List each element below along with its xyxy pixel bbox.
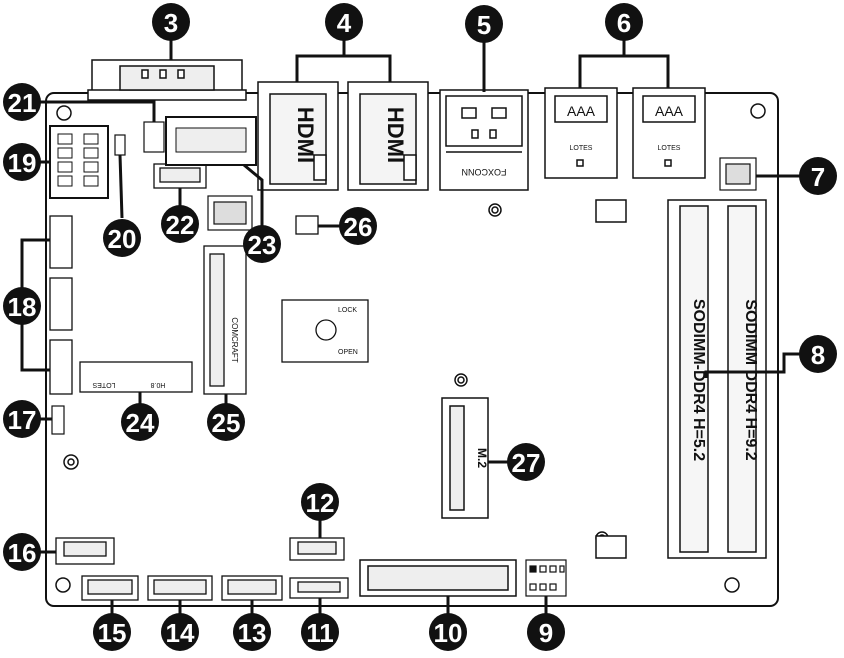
callout-7: 7 (799, 157, 837, 195)
pin-header-9 (525, 559, 567, 597)
callout-11: 11 (301, 613, 339, 651)
callout-25: 25 (207, 403, 245, 441)
usb-port-1: AAA (544, 87, 618, 179)
callout-23: 23 (243, 225, 281, 263)
callout-12: 12 (301, 483, 339, 521)
jumper-20 (114, 134, 126, 156)
header-21 (143, 121, 165, 153)
callout-19: 19 (3, 143, 41, 181)
svg-text:22: 22 (166, 210, 195, 240)
svg-text:23: 23 (248, 230, 277, 260)
svg-text:6: 6 (617, 8, 631, 38)
callout-24: 24 (121, 403, 159, 441)
callout-22: 22 (161, 205, 199, 243)
sim-lock-label: LOCK (338, 307, 357, 314)
svg-text:13: 13 (238, 618, 267, 648)
expansion-connector (359, 559, 517, 597)
header-15 (81, 575, 139, 601)
callout-16: 16 (3, 533, 41, 571)
sodimm-bottom-label: SODIMM DDR4 H=9.2 (742, 299, 759, 460)
svg-text:17: 17 (8, 405, 37, 435)
header-18-group (49, 215, 73, 395)
callout-14: 14 (161, 613, 199, 651)
connector-22 (153, 163, 207, 189)
hdmi-1-label: HDMI (293, 107, 318, 163)
mini-card-h08: H0.8 (151, 381, 166, 388)
header-12 (289, 537, 345, 561)
callout-21: 21 (3, 83, 41, 121)
m2-slot (441, 397, 489, 519)
svg-text:24: 24 (126, 408, 155, 438)
front-panel-pins (57, 133, 99, 187)
m2-slot-label: M.2 (475, 448, 489, 468)
sim-card-slot (281, 299, 369, 363)
callout-17: 17 (3, 400, 41, 438)
header-11 (289, 577, 349, 599)
callout-13: 13 (233, 613, 271, 651)
hdmi-port-2 (347, 81, 429, 191)
callout-6: 6 (605, 3, 643, 41)
hdmi-2-label: HDMI (383, 107, 408, 163)
sodimm-slots (595, 199, 767, 559)
header-7 (719, 157, 757, 191)
svg-text:8: 8 (811, 340, 825, 370)
callout-markers: 3 4 5 6 7 8 9 10 11 12 13 14 15 16 17 18… (3, 3, 837, 651)
svg-text:21: 21 (8, 88, 37, 118)
connector-16 (55, 537, 115, 565)
usb-1-lotes: LOTES (570, 145, 593, 152)
vertical-slot-label: COMCRAFT (230, 317, 239, 362)
svg-text:12: 12 (306, 488, 335, 518)
mini-card-lotes: LOTES (92, 381, 115, 388)
vertical-slot (203, 245, 247, 395)
callout-9: 9 (527, 613, 565, 651)
svg-text:11: 11 (306, 618, 334, 648)
sata-connector (165, 116, 257, 166)
mini-card-slot (79, 361, 193, 393)
svg-text:4: 4 (337, 8, 352, 38)
svg-text:AAA: AAA (655, 103, 684, 119)
connector-26 (295, 215, 319, 235)
jumper-17 (51, 405, 65, 435)
header-13 (221, 575, 283, 601)
svg-text:20: 20 (108, 224, 137, 254)
svg-text:10: 10 (434, 618, 463, 648)
com-port-db9 (87, 59, 247, 101)
chip-misc (207, 195, 253, 231)
svg-text:18: 18 (8, 292, 37, 322)
leader-lines (20, 38, 800, 614)
svg-text:AAA: AAA (567, 103, 596, 119)
svg-text:3: 3 (164, 8, 178, 38)
svg-text:19: 19 (8, 148, 37, 178)
hdmi-port-1 (257, 81, 339, 191)
svg-text:14: 14 (166, 618, 195, 648)
svg-text:16: 16 (8, 538, 37, 568)
lan-foxconn-label: FOXCONN (462, 167, 507, 177)
svg-text:25: 25 (212, 408, 241, 438)
callout-4: 4 (325, 3, 363, 41)
callout-26: 26 (339, 207, 377, 245)
callout-3: 3 (152, 3, 190, 41)
svg-text:9: 9 (539, 618, 553, 648)
svg-text:5: 5 (477, 10, 491, 40)
callout-5: 5 (465, 5, 503, 43)
usb-2-lotes: LOTES (658, 145, 681, 152)
sodimm-top-label: SODIMM-DDR4 H=5.2 (690, 299, 707, 461)
svg-text:7: 7 (811, 162, 825, 192)
header-14 (147, 575, 213, 601)
svg-text:15: 15 (98, 618, 127, 648)
callout-8: 8 (799, 335, 837, 373)
callout-27: 27 (507, 443, 545, 481)
callout-20: 20 (103, 219, 141, 257)
callout-10: 10 (429, 613, 467, 651)
svg-text:26: 26 (344, 212, 373, 242)
svg-text:27: 27 (512, 448, 541, 478)
callout-15: 15 (93, 613, 131, 651)
callout-18: 18 (3, 287, 41, 325)
sim-open-label: OPEN (338, 349, 358, 356)
usb-port-2: AAA (632, 87, 706, 179)
